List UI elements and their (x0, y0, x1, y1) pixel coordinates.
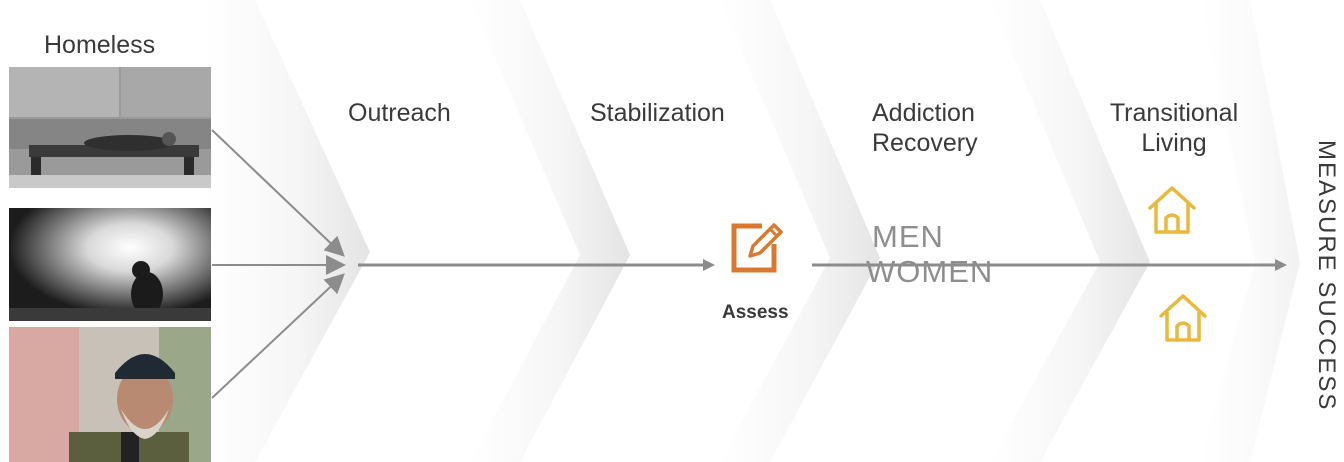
track-men-label: MEN (872, 219, 944, 254)
stage-addiction-recovery-label: Addiction Recovery (872, 99, 978, 157)
track-women-label: WOMEN (866, 254, 994, 289)
chevron-stabilization (720, 0, 880, 462)
stage-stabilization-label: Stabilization (590, 99, 725, 127)
person-sleeping-on-bench-photo (9, 67, 211, 188)
chevron-addiction (990, 0, 1150, 462)
edit-document-icon (731, 223, 783, 273)
homeless-title: Homeless (44, 31, 156, 59)
stage-transitional-living-label: Transitional Living (1109, 99, 1239, 157)
person-in-tunnel-photo (9, 208, 211, 321)
house-icon (1159, 294, 1207, 342)
house-icon (1148, 186, 1196, 234)
bearded-man-photo (9, 327, 211, 462)
chevron-outreach (470, 0, 630, 462)
stage-outreach-label: Outreach (348, 99, 451, 127)
measure-success-label: MEASURE SUCCESS (1313, 140, 1340, 412)
chevron-homeless (205, 0, 370, 462)
chevron-transitional (1200, 0, 1300, 462)
assess-label: Assess (722, 302, 789, 323)
